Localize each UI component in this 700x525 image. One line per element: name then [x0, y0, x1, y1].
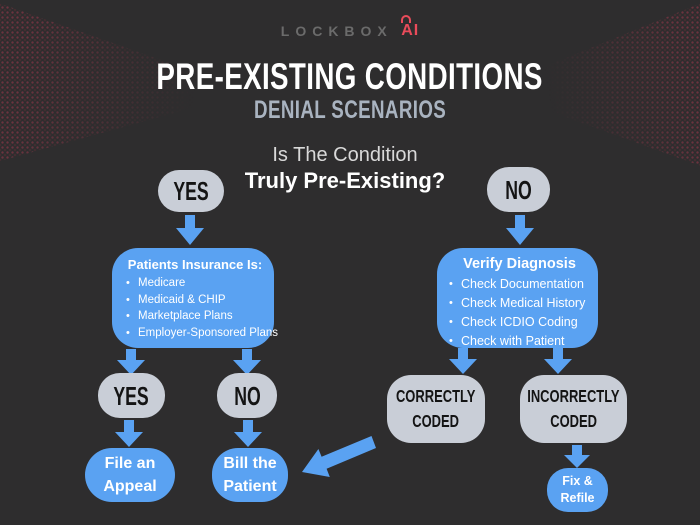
node-yes-top: YES	[158, 170, 224, 212]
node-correctly-coded: CORRECTLY CODED	[387, 375, 485, 443]
list-item: Medicaid & CHIP	[126, 292, 264, 309]
node-yes-bottom: YES	[98, 373, 165, 418]
down-arrow-icon	[116, 349, 146, 375]
question-line-1: Is The Condition	[272, 144, 418, 166]
node-bill-the-patient: Bill the Patient	[212, 448, 288, 502]
logo-ai-text: AI	[401, 22, 420, 39]
node-patients-insurance: Patients Insurance Is: Medicare Medicaid…	[112, 248, 278, 348]
list-item: Medicare	[126, 275, 264, 292]
node-no-bottom: NO	[217, 373, 277, 418]
verify-list: Check Documentation Check Medical Histor…	[449, 275, 590, 351]
down-arrow-icon	[505, 215, 535, 245]
down-arrow-icon	[233, 420, 263, 447]
list-item: Check Medical History	[449, 294, 590, 313]
down-arrow-icon	[114, 420, 144, 447]
list-item: Employer-Sponsored Plans	[126, 325, 278, 342]
node-fix-and-refile: Fix & Refile	[547, 468, 608, 512]
question-line-2: Truly Pre-Existing?	[244, 168, 446, 193]
list-item: Check Documentation	[449, 275, 590, 294]
node-incorrectly-coded: INCORRECTLY CODED	[520, 375, 627, 443]
page-subtitle: DENIAL SCENARIOS	[253, 96, 447, 124]
lock-shackle-icon	[401, 15, 412, 23]
list-item: Marketplace Plans	[126, 308, 264, 325]
list-item: Check ICDIO Coding	[449, 313, 590, 332]
diagonal-left-arrow-icon	[300, 436, 378, 478]
insurance-list: Medicare Medicaid & CHIP Marketplace Pla…	[126, 275, 278, 342]
logo-wordmark: LOCKBOX	[280, 23, 393, 39]
insurance-title: Patients Insurance Is:	[127, 257, 263, 272]
node-no-top: NO	[487, 167, 550, 212]
verify-title: Verify Diagnosis	[463, 256, 576, 272]
logo-ai-mark: AI	[401, 15, 420, 40]
page-title: PRE-EXISTING CONDITIONS	[156, 56, 544, 97]
lockbox-ai-logo: LOCKBOX AI	[0, 15, 700, 40]
down-arrow-icon	[543, 348, 573, 374]
down-arrow-icon	[563, 445, 591, 468]
node-file-an-appeal: File an Appeal	[85, 448, 175, 502]
down-arrow-icon	[175, 215, 205, 245]
down-arrow-icon	[448, 348, 478, 374]
down-arrow-icon	[232, 349, 262, 375]
list-item: Check with Patient	[449, 332, 590, 351]
node-verify-diagnosis: Verify Diagnosis Check Documentation Che…	[437, 248, 598, 351]
